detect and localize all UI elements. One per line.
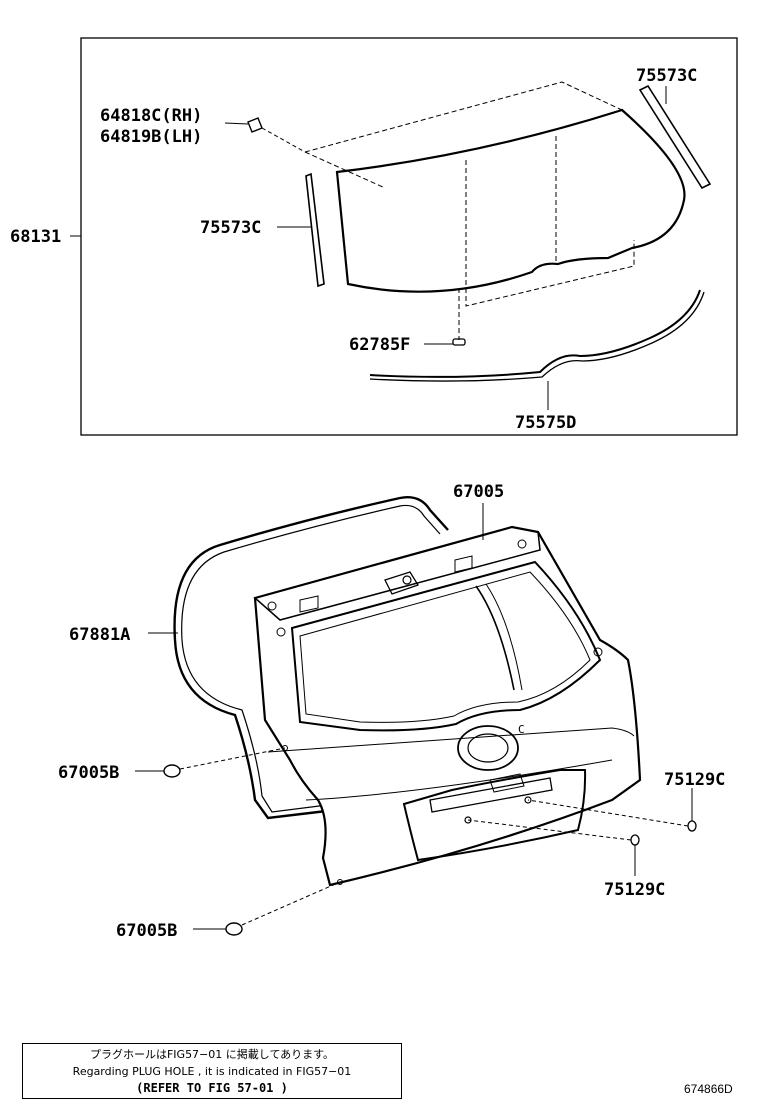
label-67005: 67005 bbox=[453, 482, 504, 502]
back-glass bbox=[335, 108, 686, 293]
label-67005b-lower: 67005B bbox=[116, 921, 177, 941]
door-header bbox=[253, 526, 541, 621]
label-75573c-top: 75573C bbox=[636, 66, 697, 86]
header-clip-right bbox=[454, 555, 473, 573]
label-75129c-right: 75129C bbox=[664, 770, 725, 790]
glass-clip-icon bbox=[452, 338, 466, 346]
panel-hole-3 bbox=[276, 627, 286, 637]
glass-dam-right bbox=[638, 84, 712, 190]
door-inner-pillar bbox=[475, 585, 515, 691]
glass-dam-left bbox=[305, 172, 325, 288]
hole-plug-right-icon bbox=[687, 820, 697, 832]
label-75129c-lower: 75129C bbox=[604, 880, 665, 900]
dash-75129c-right bbox=[527, 799, 689, 827]
panel-character-line bbox=[267, 727, 635, 753]
panel-hole-6 bbox=[337, 879, 343, 885]
label-75573c-side: 75573C bbox=[200, 218, 261, 238]
hole-plug-lower-icon bbox=[630, 834, 640, 846]
reference-note-box: プラグホールはFIG57−01 に掲載してあります。 Regarding PLU… bbox=[22, 1043, 402, 1099]
spacer-clip-icon bbox=[247, 117, 263, 133]
panel-hole-4 bbox=[593, 647, 603, 657]
inset-frame bbox=[80, 37, 738, 436]
back-door-handle bbox=[489, 773, 525, 793]
panel-character-line-2 bbox=[305, 759, 613, 801]
label-67005b-upper: 67005B bbox=[58, 763, 119, 783]
dash-67005b-lower bbox=[241, 881, 341, 926]
note-line-refer: (REFER TO FIG 57-01 ) bbox=[136, 1081, 288, 1095]
outside-moulding-edge bbox=[369, 291, 705, 382]
label-64819b: 64819B(LH) bbox=[100, 127, 202, 147]
plug-lower-icon bbox=[225, 922, 243, 936]
license-plate-recess bbox=[402, 769, 587, 862]
svg-text:C: C bbox=[518, 723, 525, 736]
plug-upper-icon bbox=[163, 764, 181, 778]
label-68131: 68131 bbox=[10, 227, 61, 247]
outside-moulding bbox=[369, 289, 701, 378]
label-62785f: 62785F bbox=[349, 335, 410, 355]
door-weatherstrip-inner bbox=[181, 504, 441, 813]
back-glass-edge bbox=[336, 171, 349, 285]
leader-64818c bbox=[224, 122, 249, 125]
door-window-inner bbox=[299, 571, 591, 723]
glass-position-line-2 bbox=[304, 151, 386, 189]
label-75575d: 75575D bbox=[515, 413, 576, 433]
header-clip-left bbox=[299, 595, 319, 613]
back-door-panel bbox=[253, 525, 642, 887]
panel-hole-5 bbox=[282, 745, 288, 751]
note-line-english: Regarding PLUG HOLE , it is indicated in… bbox=[72, 1065, 352, 1078]
header-bolt bbox=[402, 575, 412, 585]
glass-dash-lines bbox=[465, 160, 635, 307]
dash-75129c-lower bbox=[467, 819, 632, 841]
header-bracket bbox=[384, 571, 419, 595]
license-lamp-garnish bbox=[429, 777, 553, 813]
note-line-japanese: プラグホールはFIG57−01 に掲載してあります。 bbox=[89, 1048, 335, 1061]
label-64818c: 64818C(RH) bbox=[100, 106, 202, 126]
dash-64818c bbox=[261, 127, 306, 153]
panel-hole-2 bbox=[517, 539, 527, 549]
emblem-recess bbox=[457, 725, 519, 771]
door-window-opening bbox=[290, 560, 602, 732]
emblem bbox=[467, 733, 509, 763]
glass-position-line bbox=[304, 81, 623, 153]
panel-hole-1 bbox=[267, 601, 277, 611]
door-weatherstrip bbox=[173, 496, 449, 820]
door-inner-pillar-2 bbox=[485, 583, 523, 691]
plate-hole-right bbox=[524, 796, 532, 804]
figure-id: 674866D bbox=[684, 1082, 733, 1096]
dash-67005b-upper bbox=[179, 747, 286, 770]
label-67881a: 67881A bbox=[69, 625, 130, 645]
